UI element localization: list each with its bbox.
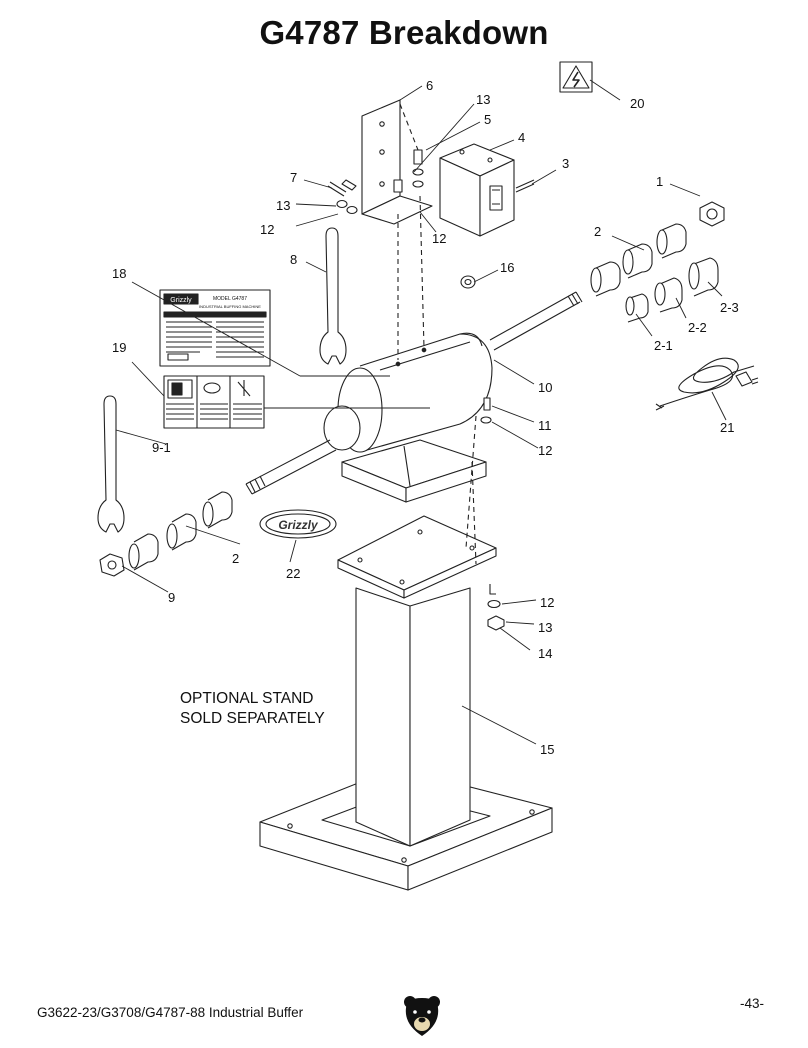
callout-1: 1 [656, 174, 663, 189]
callout-13: 13 [276, 198, 290, 213]
right-hex-nut [699, 201, 725, 227]
id-label-name: INDUSTRIAL BUFFING MACHINE [199, 304, 261, 309]
callout-7: 7 [290, 170, 297, 185]
id-label-brand: Grizzly [170, 297, 192, 304]
switch-box [439, 143, 515, 237]
warning-label [163, 375, 265, 429]
left-hex-nut [99, 553, 125, 577]
callout-2: 2 [594, 224, 601, 239]
callout-9-1: 9-1 [152, 440, 171, 455]
callout-16: 16 [500, 260, 514, 275]
callout-15: 15 [540, 742, 554, 757]
callout-2: 2 [232, 551, 239, 566]
callout-9: 9 [168, 590, 175, 605]
motor-housing [323, 332, 493, 453]
motor-base [341, 439, 487, 503]
callout-labels: 1 2 2 2-1 2-2 2-3 3 4 5 6 7 8 9 9-1 10 1… [112, 78, 739, 757]
callout-2-2: 2-2 [688, 320, 707, 335]
callout-19: 19 [112, 340, 126, 355]
electrical-warning-decal [559, 61, 593, 93]
callout-20: 20 [630, 96, 644, 111]
left-spacer-flanges [128, 491, 233, 571]
stand-column [355, 587, 471, 847]
callout-14: 14 [538, 646, 552, 661]
page-number: -43- [740, 996, 765, 1011]
callout-8: 8 [290, 252, 297, 267]
optional-sleeves [625, 257, 719, 323]
callout-3: 3 [562, 156, 569, 171]
motor-shaft-right [489, 291, 583, 351]
power-cord [655, 357, 759, 411]
callout-12: 12 [540, 595, 554, 610]
stand-note-line-2: SOLD SEPARATELY [180, 710, 325, 727]
strain-relief [460, 275, 476, 289]
callout-22: 22 [286, 566, 300, 581]
callout-5: 5 [484, 112, 491, 127]
callout-13: 13 [538, 620, 552, 635]
callout-11: 11 [538, 418, 552, 433]
stand-top-plate [337, 515, 497, 599]
page-title: G4787 Breakdown [259, 14, 549, 51]
brand-plate: Grizzly [259, 509, 337, 539]
callout-18: 18 [112, 266, 126, 281]
small-hardware [327, 149, 535, 631]
callout-21: 21 [720, 420, 734, 435]
callout-12: 12 [260, 222, 274, 237]
alignment-lines [397, 103, 477, 565]
wrench-9-1 [97, 395, 125, 533]
footer-manual-title: G3622-23/G3708/G4787-88 Industrial Buffe… [37, 1005, 304, 1020]
id-label-model: MODEL G4787 [213, 296, 247, 302]
switch-bracket [361, 99, 433, 225]
grizzly-bear-head-icon [404, 996, 440, 1036]
callout-12: 12 [432, 231, 446, 246]
optional-stand-note: OPTIONAL STAND SOLD SEPARATELY [180, 689, 325, 729]
callout-4: 4 [518, 130, 525, 145]
right-spacer-flanges [590, 223, 687, 297]
callout-10: 10 [538, 380, 552, 395]
motor-shaft-left [245, 439, 337, 495]
brand-plate-text: Grizzly [278, 518, 319, 532]
callout-2-1: 2-1 [654, 338, 673, 353]
stand-note-line-1: OPTIONAL STAND [180, 690, 314, 707]
callout-13: 13 [476, 92, 490, 107]
callout-6: 6 [426, 78, 433, 93]
callout-2-3: 2-3 [720, 300, 739, 315]
leader-lines [115, 79, 727, 745]
callout-12: 12 [538, 443, 552, 458]
wrench-8 [319, 227, 347, 365]
